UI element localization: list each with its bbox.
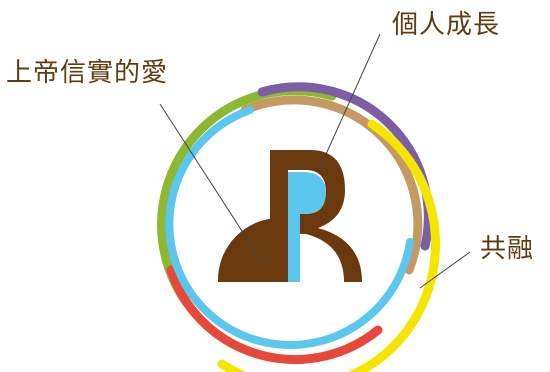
label-gods-faithful-love: 上帝信實的愛 bbox=[6, 58, 169, 88]
red-ring-arc bbox=[166, 265, 383, 364]
yellow-ring-arc bbox=[217, 119, 440, 372]
sky-ring-arc bbox=[165, 106, 414, 350]
label-personal-growth: 個人成長 bbox=[392, 10, 501, 40]
dome-shape bbox=[217, 217, 282, 282]
label-communion: 共融 bbox=[480, 234, 535, 264]
leader-line-love bbox=[159, 103, 263, 263]
leader-line-growth bbox=[317, 33, 381, 173]
r-letter-brown bbox=[270, 150, 362, 282]
leader-line-fusion bbox=[419, 251, 471, 289]
r-letter-blue bbox=[282, 172, 326, 282]
